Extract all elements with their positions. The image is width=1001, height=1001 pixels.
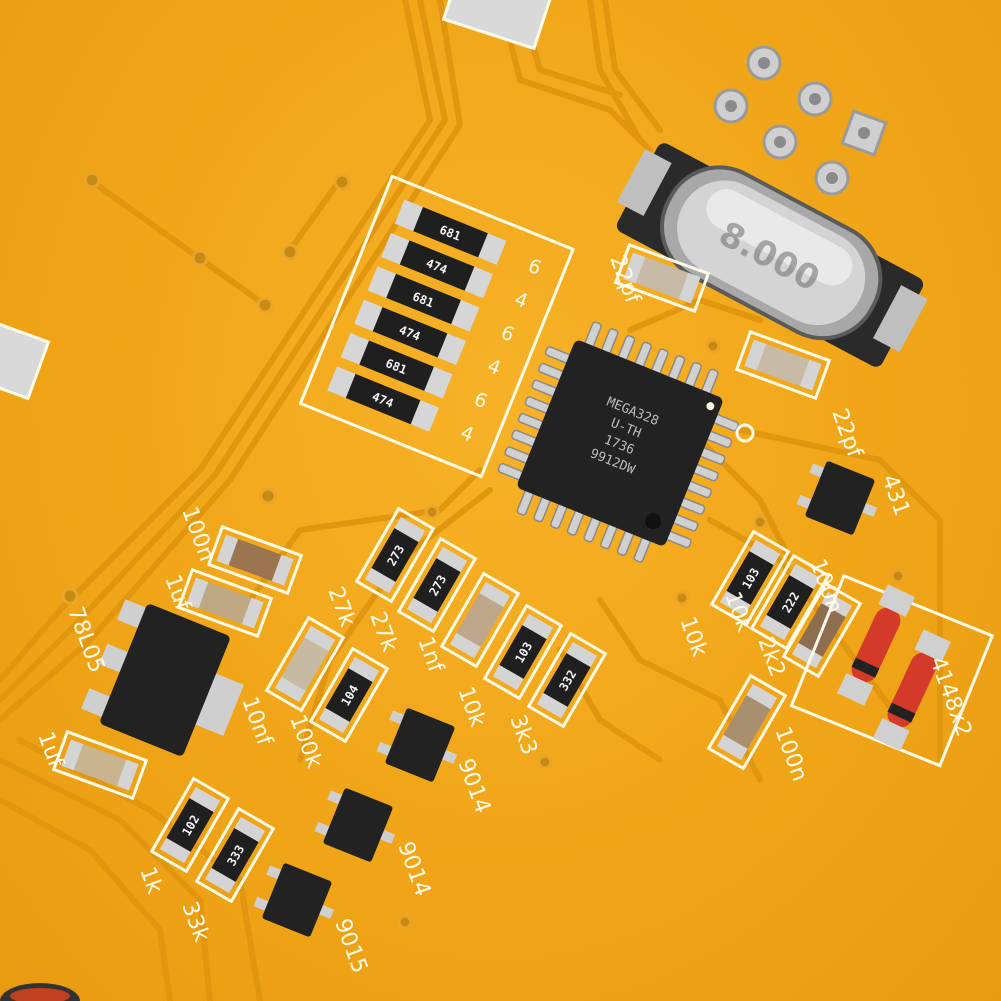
silk-label-cap-100n-bottom: 100n	[769, 724, 812, 785]
silk-label-tr-9015: 9015	[329, 916, 372, 977]
regulator-78l05	[81, 599, 244, 756]
header-pads	[713, 45, 888, 196]
capacitor-1nf	[439, 571, 521, 669]
crystal-oscillator: 8.000	[616, 143, 928, 367]
transistor-431	[796, 461, 878, 535]
array-index-label: 6	[498, 322, 517, 347]
capacitor-22pf-right	[734, 329, 832, 401]
edge-pad-left	[0, 319, 51, 401]
silk-label-tr-9014-b: 9014	[392, 839, 435, 900]
edge-component-bottom	[0, 983, 80, 1001]
array-index-label: 6	[471, 388, 490, 413]
resistor-103-b: 103	[709, 529, 791, 627]
silk-label-res-33k: 33k	[176, 899, 214, 946]
silk-label-res-2k2: 2k2	[752, 634, 789, 681]
pin1-marker	[735, 423, 755, 443]
resistor-102: 102	[149, 776, 231, 874]
array-index-label: 4	[484, 355, 503, 380]
silk-label-tr-9014-a: 9014	[452, 756, 495, 817]
edge-pad-top	[441, 0, 553, 51]
resistor-273-a: 273	[354, 506, 436, 604]
silk-label-res-1k: 1k	[134, 864, 167, 898]
transistor-9014-a	[376, 708, 458, 782]
microcontroller-ic: MEGA328 U-TH 1736 9912DW	[497, 321, 739, 563]
resistor-104: 104	[308, 646, 390, 744]
silk-label-cap-10nf: 10nf	[236, 694, 277, 750]
silk-label-reg-78l05: 78L05	[62, 604, 109, 677]
capacitor-100n-top	[206, 524, 304, 596]
resistor-273-b: 273	[396, 536, 478, 634]
silk-label-cap-1nf: 1nf	[412, 634, 448, 677]
array-index-label: 4	[457, 422, 476, 447]
silk-label-res-10k-a: 10k	[452, 684, 490, 731]
array-index-label: 6	[525, 255, 544, 280]
capacitor-1uf-top	[176, 567, 274, 639]
silk-label-cap-22pf-right: 22pf	[826, 406, 867, 462]
capacitor-1uf-left	[51, 729, 149, 801]
silk-label-res-3k3: 3k3	[504, 712, 541, 759]
capacitor-10nf	[264, 615, 346, 713]
capacitor-100n-bottom	[706, 673, 788, 771]
array-index-label: 4	[511, 288, 530, 313]
resistor-333: 333	[194, 806, 276, 904]
transistor-9015	[253, 863, 335, 937]
transistor-9014-b	[314, 788, 396, 862]
resistor-222: 222	[749, 553, 831, 651]
silk-label-res-27k-a: 27k	[322, 584, 360, 631]
silk-label-res-27k-b: 27k	[364, 609, 402, 656]
resistor-332: 332	[526, 631, 608, 729]
capacitor-22pf-top	[613, 242, 711, 314]
silk-label-ic-431: 431	[876, 472, 914, 520]
diode-pair	[789, 573, 995, 768]
resistor-103-a: 103	[482, 603, 564, 701]
silk-label-res-10k-b: 10k	[674, 614, 712, 661]
silk-label-res-100k: 100k	[284, 712, 326, 772]
